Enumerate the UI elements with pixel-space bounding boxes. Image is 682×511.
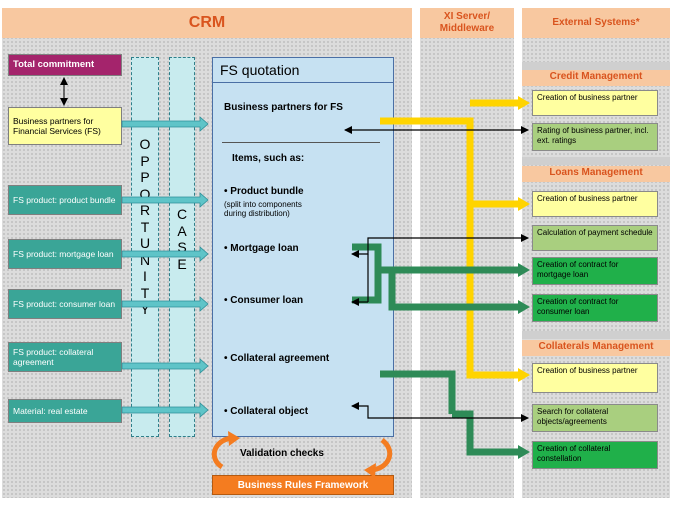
green-arrowhead: [518, 445, 530, 459]
opportunity-letter: T: [140, 284, 150, 301]
fs-mortgage-loan: • Mortgage loan: [224, 243, 299, 254]
col-constellation-box: Creation of collateral constellation: [532, 441, 658, 469]
fs-items-divider: [222, 142, 380, 143]
validation-cycle: [211, 435, 393, 473]
loans-management-strip: [522, 157, 670, 165]
fs-collateral-object: • Collateral object: [224, 406, 309, 417]
opportunity-letter: O: [139, 185, 151, 202]
mortgage-loan-box: FS product: mortgage loan: [8, 239, 122, 269]
black-arrows: [344, 126, 529, 422]
product-bundle-box: FS product: product bundle: [8, 185, 122, 215]
opportunity-letter: O: [139, 136, 151, 152]
real-estate-box: Material: real estate: [8, 399, 122, 423]
col-search-box: Search for collateral objects/agreements: [532, 404, 658, 432]
green-arrowhead: [518, 300, 530, 314]
yellow-arrowhead: [518, 368, 530, 382]
fs-title-divider: [212, 82, 394, 83]
yellow-flows: [380, 99, 520, 379]
external-header: External Systems*: [522, 8, 670, 38]
total-commitment-box: Total commitment: [8, 54, 122, 76]
validation-checks-label: Validation checks: [240, 448, 324, 459]
yellow-flow-main: [380, 117, 520, 379]
case-letters: C A S E: [170, 206, 194, 272]
lm-contract-consumer-box: Creation of contract for consumer loan: [532, 294, 658, 322]
credit-management-header: Credit Management: [522, 70, 670, 86]
business-rules-framework-box: Business Rules Framework: [212, 475, 394, 495]
opportunity-letter: N: [139, 251, 151, 268]
opportunity-letter: Y: [140, 301, 150, 317]
green-arrowheads: [518, 263, 530, 459]
consumer-loan-box: FS product: consumer loan: [8, 289, 122, 319]
teal-arrow-mortgage-loan: [121, 246, 209, 262]
cm-rating-box: Rating of business partner, incl. ext. r…: [532, 123, 658, 151]
green-flow-constellation: [452, 410, 520, 456]
green-flow-consumer-out: [388, 270, 520, 311]
opportunity-letter: T: [140, 218, 150, 235]
case-letter: C: [176, 206, 188, 222]
loans-management-header: Loans Management: [522, 166, 670, 182]
case-column: C A S E: [169, 57, 195, 437]
fs-collateral-agreement: • Collateral agreement: [224, 353, 330, 364]
teal-arrow-business-partners: [121, 116, 209, 132]
collaterals-management-header: Collaterals Management: [522, 340, 670, 356]
col-creation-box: Creation of business partner: [532, 363, 658, 393]
cm-creation-box: Creation of business partner: [532, 90, 658, 116]
opportunity-letter: R: [139, 202, 151, 218]
case-letter: S: [177, 239, 187, 255]
search-collateral-arrow: [351, 402, 529, 422]
fs-consumer-loan: • Consumer loan: [224, 295, 304, 306]
business-partners-box: Business partners for Financial Services…: [8, 107, 122, 145]
collateral-agreement-box: FS product: collateral agreement: [8, 342, 122, 372]
teal-arrow-consumer-loan: [121, 296, 209, 312]
teal-arrow-real-estate: [121, 402, 209, 418]
validation-arrow-left: [211, 435, 233, 470]
validation-arrowhead: [228, 431, 240, 446]
xi-header: XI Server/ Middleware: [420, 8, 514, 38]
credit-management-strip: [522, 62, 670, 70]
fs-quotation-title: FS quotation: [220, 62, 300, 78]
green-flow-mortgage: [352, 243, 382, 304]
teal-arrows: [121, 116, 209, 418]
case-letter: E: [177, 255, 187, 272]
fs-product-bundle-note: (split into components during distributi…: [224, 200, 302, 218]
opportunity-letters: O P P O R T U N I T Y: [132, 136, 158, 318]
lm-contract-mortgage-box: Creation of contract for mortgage loan: [532, 257, 658, 285]
payment-schedule-arrow: [351, 234, 529, 258]
lm-creation-box: Creation of business partner: [532, 191, 658, 217]
green-flows: [352, 243, 520, 456]
validation-arrowheads: [228, 431, 376, 478]
fs-items-header: Items, such as:: [232, 153, 305, 164]
opportunity-letter: P: [140, 169, 150, 185]
case-letter: A: [177, 222, 187, 239]
opportunity-letter: U: [139, 235, 151, 251]
lm-calculation-box: Calculation of payment schedule: [532, 225, 658, 251]
teal-arrow-product-bundle: [121, 192, 209, 208]
validation-arrow-right: [371, 437, 393, 473]
green-arrowhead: [518, 263, 530, 277]
validation-arrowhead: [364, 463, 376, 478]
fs-product-bundle: • Product bundle: [224, 186, 304, 197]
opportunity-letter: P: [140, 152, 150, 169]
opportunity-column: O P P O R T U N I T Y: [131, 57, 159, 437]
teal-arrow-collateral-agreement: [121, 358, 209, 374]
yellow-arrowhead: [518, 197, 530, 211]
green-flow-collateral: [380, 370, 456, 414]
opportunity-letter: I: [143, 268, 147, 284]
collaterals-management-strip: [522, 331, 670, 339]
fs-business-partners: Business partners for FS: [224, 102, 343, 113]
crm-header: CRM: [2, 8, 412, 38]
yellow-arrowheads: [518, 96, 530, 382]
yellow-arrowhead: [518, 96, 530, 110]
